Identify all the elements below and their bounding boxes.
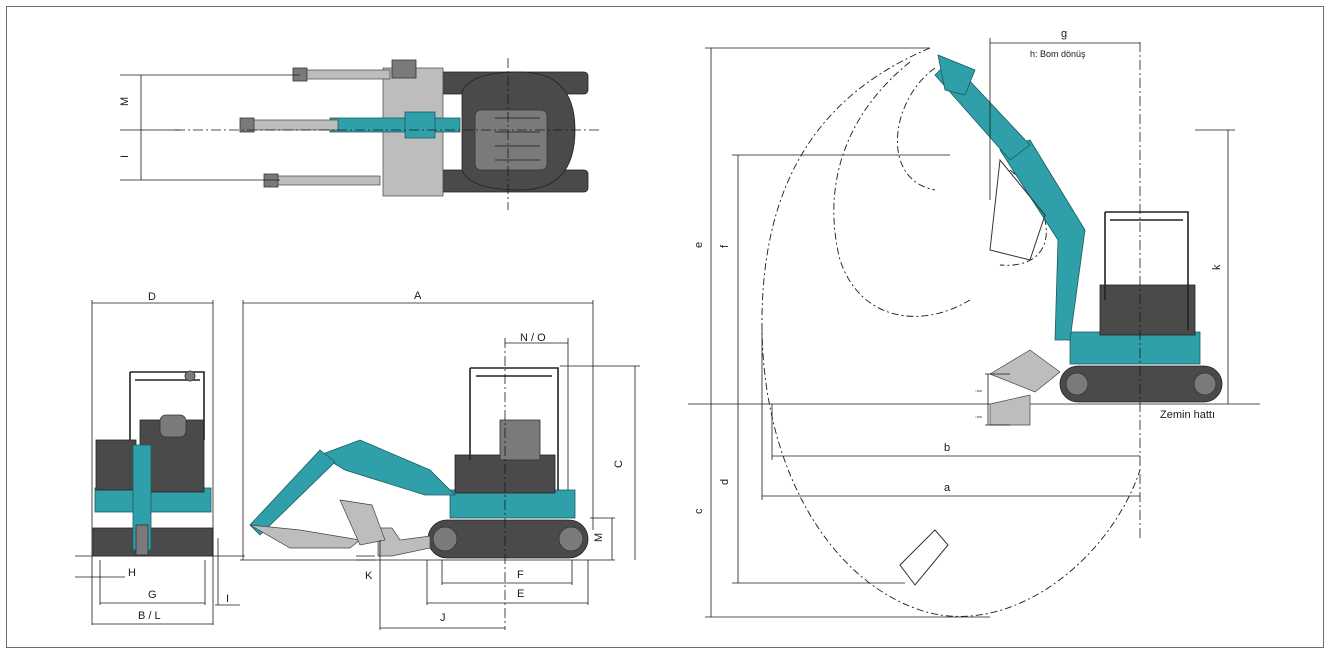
front-view: D H G B / L I bbox=[75, 291, 245, 625]
label-i-lower: i bbox=[974, 416, 984, 418]
label-d: d bbox=[719, 479, 731, 485]
label-g: g bbox=[1061, 28, 1067, 40]
label-f: f bbox=[719, 244, 731, 248]
label-e: e bbox=[693, 242, 705, 248]
envelope-mid bbox=[833, 61, 971, 317]
working-range-view: Zemin hattı g h: Bom dönüş e f bbox=[688, 28, 1260, 618]
label-k: k bbox=[1211, 264, 1223, 270]
label-H: H bbox=[128, 567, 136, 579]
range-bucket-low bbox=[899, 529, 949, 586]
side-arm bbox=[249, 449, 336, 536]
top-arm-center bbox=[247, 119, 339, 131]
label-b: b bbox=[944, 442, 950, 454]
top-arm-left bbox=[299, 69, 391, 80]
top-arm-right bbox=[269, 175, 381, 186]
side-bucket bbox=[339, 499, 386, 546]
range-upper-body bbox=[1069, 331, 1201, 365]
label-C: C bbox=[613, 460, 625, 468]
range-track bbox=[1059, 365, 1223, 403]
envelope-outer bbox=[761, 47, 1141, 617]
label-M-side: M bbox=[593, 533, 605, 542]
label-G: G bbox=[148, 589, 157, 601]
label-E: E bbox=[517, 588, 524, 600]
side-upper-body bbox=[449, 489, 576, 519]
label-NO: N / O bbox=[520, 332, 546, 344]
label-M-top: M bbox=[119, 97, 131, 106]
label-F: F bbox=[517, 569, 524, 581]
range-bucket bbox=[937, 54, 976, 96]
label-I-front: I bbox=[226, 593, 229, 605]
label-I-top: I bbox=[119, 155, 131, 158]
label-K: K bbox=[365, 570, 373, 582]
label-c: c bbox=[693, 508, 705, 514]
side-canopy bbox=[469, 367, 559, 490]
label-A: A bbox=[414, 290, 422, 302]
label-ground: Zemin hattı bbox=[1160, 409, 1215, 421]
range-boom bbox=[999, 139, 1086, 341]
label-J: J bbox=[440, 612, 446, 624]
range-canopy bbox=[1104, 211, 1189, 330]
side-view: A N / O C M F E J K bbox=[240, 290, 640, 630]
label-i-upper: i bbox=[974, 390, 984, 392]
top-view: M I bbox=[119, 58, 600, 210]
diagram-frame bbox=[6, 6, 1324, 648]
front-tracks bbox=[92, 527, 214, 557]
label-a: a bbox=[944, 482, 951, 494]
label-BL: B / L bbox=[138, 610, 161, 622]
side-blade bbox=[377, 527, 431, 557]
label-h: h: Bom dönüş bbox=[1030, 49, 1086, 59]
label-D: D bbox=[148, 291, 156, 303]
side-boom bbox=[319, 439, 456, 496]
